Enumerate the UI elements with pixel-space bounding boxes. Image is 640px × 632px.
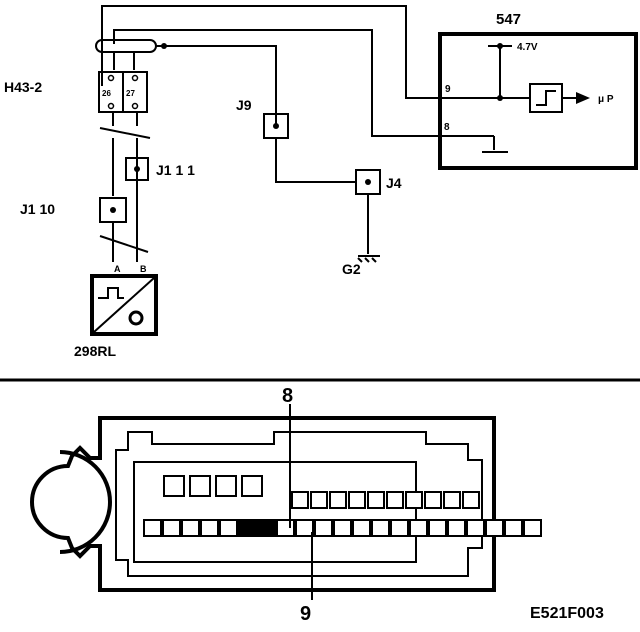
connector-face-view: 8 9 xyxy=(30,385,542,625)
connector-pin xyxy=(189,475,211,497)
shield-oval xyxy=(95,39,157,53)
connector-pin-highlighted xyxy=(257,519,276,537)
schmitt-symbol xyxy=(536,90,556,106)
figure-code: E521F003 xyxy=(530,605,604,622)
connector-pin xyxy=(485,519,504,537)
connector-pin xyxy=(276,519,295,537)
connector-pin xyxy=(443,491,461,509)
j4-label: J4 xyxy=(386,175,402,191)
pulse-symbol xyxy=(98,287,124,299)
connector-pin xyxy=(371,519,390,537)
output-arrow xyxy=(576,92,590,104)
pin-a-label: A xyxy=(114,264,121,274)
callout-8: 8 xyxy=(282,385,293,407)
connector-pin xyxy=(367,491,385,509)
wire-pin9 xyxy=(101,5,440,99)
wire-pin8 xyxy=(113,29,440,137)
junction-dot xyxy=(273,123,279,129)
j9-label: J9 xyxy=(236,97,252,113)
connector-h43-2: H43-2 26 27 xyxy=(4,71,148,113)
connector-pin xyxy=(219,519,238,537)
junction-box xyxy=(125,157,149,181)
connector-pin xyxy=(405,491,423,509)
j1-10-label: J1 10 xyxy=(20,201,55,217)
connector-pin xyxy=(386,491,404,509)
connector-pin xyxy=(329,491,347,509)
connector-cavity xyxy=(115,431,483,577)
module-name: 547 xyxy=(496,11,521,28)
connector-pin xyxy=(348,491,366,509)
connector-pin xyxy=(428,519,447,537)
pin-row-bottom xyxy=(143,519,542,537)
pin-hole xyxy=(107,102,115,110)
signal-node xyxy=(497,95,503,101)
junction-dot xyxy=(365,179,371,185)
connector-housing xyxy=(30,416,496,592)
connector-pin xyxy=(352,519,371,537)
pin-hole xyxy=(131,102,139,110)
connector-pin xyxy=(462,491,480,509)
pin-26-label: 26 xyxy=(102,89,111,98)
wire-j9-j4 xyxy=(275,138,356,183)
connector-pin xyxy=(504,519,523,537)
connector-pin xyxy=(291,491,309,509)
connector-pin xyxy=(447,519,466,537)
pin-row-top-right xyxy=(291,491,480,509)
pin-row-top-left xyxy=(163,475,263,497)
sensor-298rl: A B 298RL xyxy=(74,264,158,359)
shield-wire xyxy=(164,45,277,126)
connector-pin xyxy=(390,519,409,537)
junction-j1-10: J1 10 xyxy=(20,197,127,223)
supply-voltage: 4.7V xyxy=(517,42,538,53)
pin-27-label: 27 xyxy=(126,89,135,98)
connector-pin xyxy=(215,475,237,497)
connector-pin-highlighted xyxy=(238,519,257,537)
twist-mark xyxy=(99,127,151,139)
connector-pin xyxy=(314,519,333,537)
connector-pin xyxy=(310,491,328,509)
connector-pin xyxy=(200,519,219,537)
junction-dot xyxy=(110,207,116,213)
connector-pin xyxy=(409,519,428,537)
latch-curve xyxy=(59,450,112,554)
pin-b-label: B xyxy=(140,264,147,274)
sensor-box xyxy=(90,274,158,336)
junction-j4: J4 xyxy=(355,169,402,195)
pin-8-label: 8 xyxy=(444,122,450,133)
connector-pin xyxy=(333,519,352,537)
junction-j9: J9 xyxy=(236,97,289,139)
output-label: μ P xyxy=(598,94,614,105)
connector-pin xyxy=(466,519,485,537)
junction-j1-11: J1 1 1 xyxy=(125,157,195,181)
connector-pin xyxy=(295,519,314,537)
module-box xyxy=(438,32,638,170)
twist-mark xyxy=(99,235,149,253)
connector-pin xyxy=(163,475,185,497)
connector-pin xyxy=(424,491,442,509)
pin-9-label: 9 xyxy=(445,84,451,95)
ground-g2: G2 xyxy=(342,255,380,277)
pin-hole xyxy=(107,74,115,82)
gear-icon xyxy=(128,310,144,326)
connector-pin xyxy=(181,519,200,537)
sensor-name: 298RL xyxy=(74,343,116,359)
connector-pin xyxy=(143,519,162,537)
connector-pin xyxy=(162,519,181,537)
pin-field xyxy=(133,461,417,563)
callout-9: 9 xyxy=(300,603,311,625)
module-547: 547 4.7V 9 μ P 8 xyxy=(438,11,638,170)
sensor-diagonal xyxy=(93,277,155,333)
junction-dot xyxy=(134,166,140,172)
g2-label: G2 xyxy=(342,261,361,277)
connector-name: H43-2 xyxy=(4,79,42,95)
j1-11-label: J1 1 1 xyxy=(156,162,195,178)
pin-hole xyxy=(131,74,139,82)
connector-pin xyxy=(241,475,263,497)
connector-pin xyxy=(523,519,542,537)
